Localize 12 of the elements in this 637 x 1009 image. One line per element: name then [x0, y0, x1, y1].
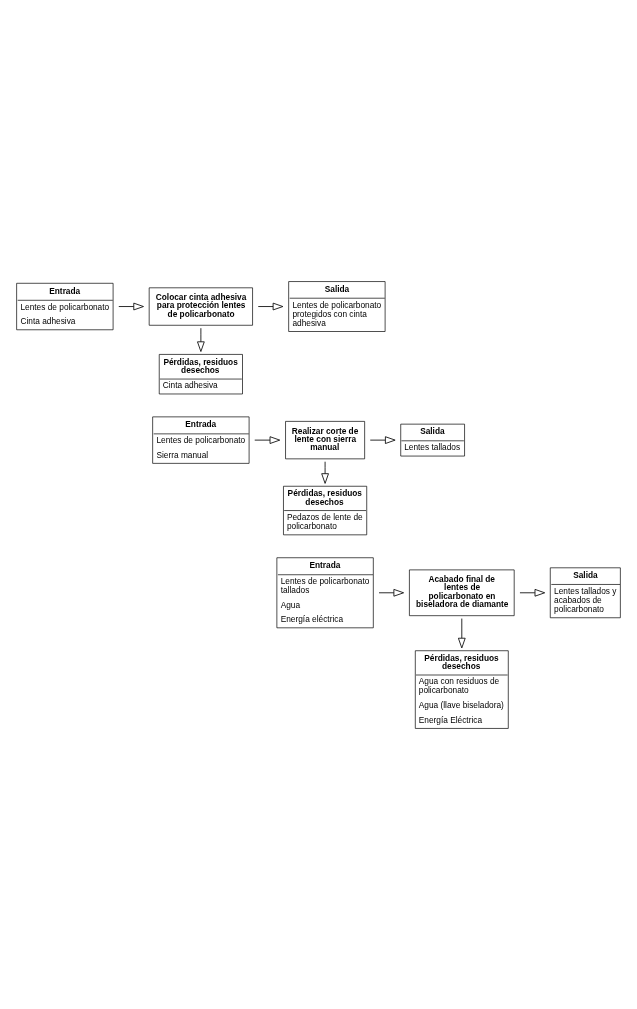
arrow: [369, 435, 396, 444]
arrow: [197, 327, 205, 352]
arrow: [458, 617, 466, 648]
arrow: [254, 435, 281, 444]
node-box: Colocar cinta adhesiva para protección lentes de policarbonato: [148, 286, 253, 326]
node-box: Acabado final de lentes de policarbonato en biseladora de diamante: [409, 569, 515, 616]
arrow: [118, 302, 144, 310]
node-box: Realizar corte de lente con sierra manual: [285, 420, 365, 459]
arrow: [321, 460, 329, 484]
arrow: [257, 302, 284, 310]
arrow: [519, 588, 546, 597]
arrow: [378, 588, 404, 597]
